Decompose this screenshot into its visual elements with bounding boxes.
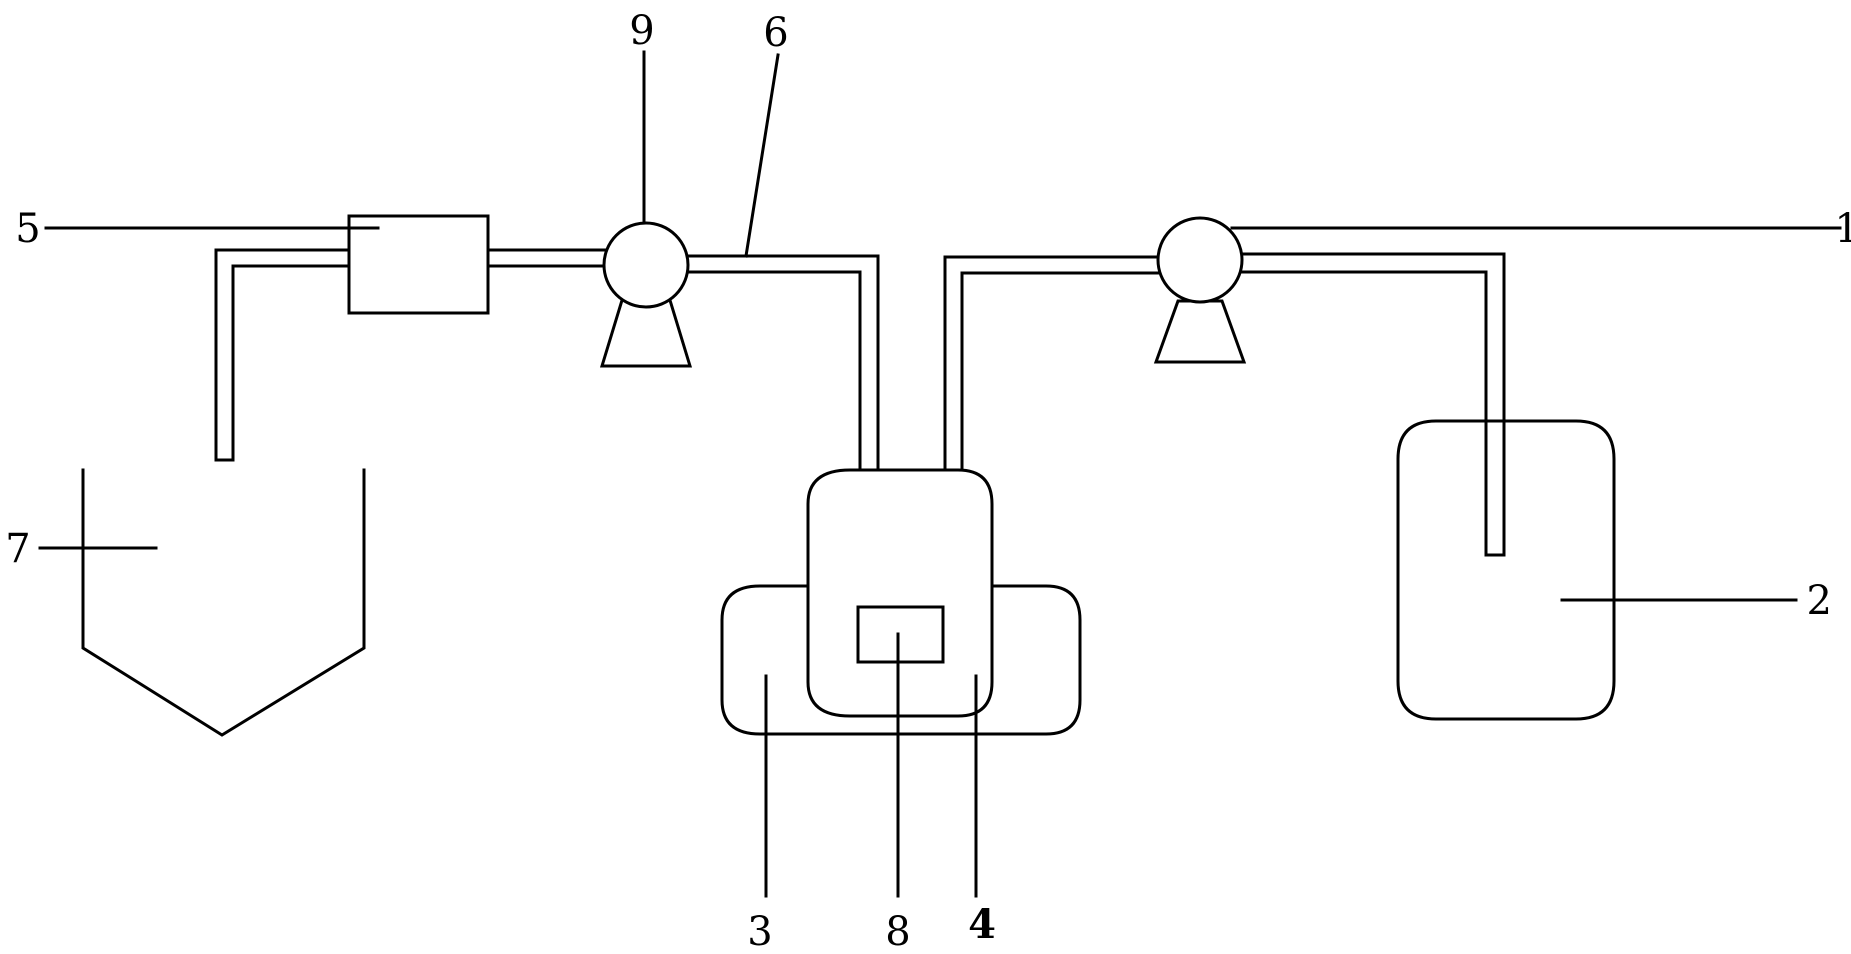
filter-box-5 — [347, 214, 490, 315]
pump-1 — [1153, 216, 1247, 364]
tank-2 — [1396, 419, 1616, 721]
window-8 — [856, 605, 945, 664]
label-8: 8 — [885, 909, 910, 954]
pipe-pump-1-to-vessel — [943, 255, 1160, 474]
label-4: 4 — [968, 901, 996, 948]
hopper-7 — [81, 468, 366, 737]
label-2: 2 — [1807, 578, 1832, 624]
leader-lines — [38, 50, 1842, 898]
label-5: 5 — [15, 206, 40, 252]
pipe-filter-to-hopper — [214, 248, 351, 462]
pipe-6 — [686, 254, 880, 474]
label-6: 6 — [763, 10, 788, 56]
pump-9 — [599, 221, 693, 368]
pipe-pump-1-to-tank-2 — [1240, 252, 1506, 557]
leader-line-6 — [744, 53, 780, 258]
label-1: 1 — [1835, 206, 1851, 252]
pipe-filter-to-pump-9 — [486, 248, 608, 268]
vessel-4 — [806, 468, 994, 718]
label-7: 7 — [5, 526, 30, 572]
base-3 — [720, 584, 1082, 736]
label-3: 3 — [747, 909, 772, 954]
label-9: 9 — [629, 8, 654, 54]
